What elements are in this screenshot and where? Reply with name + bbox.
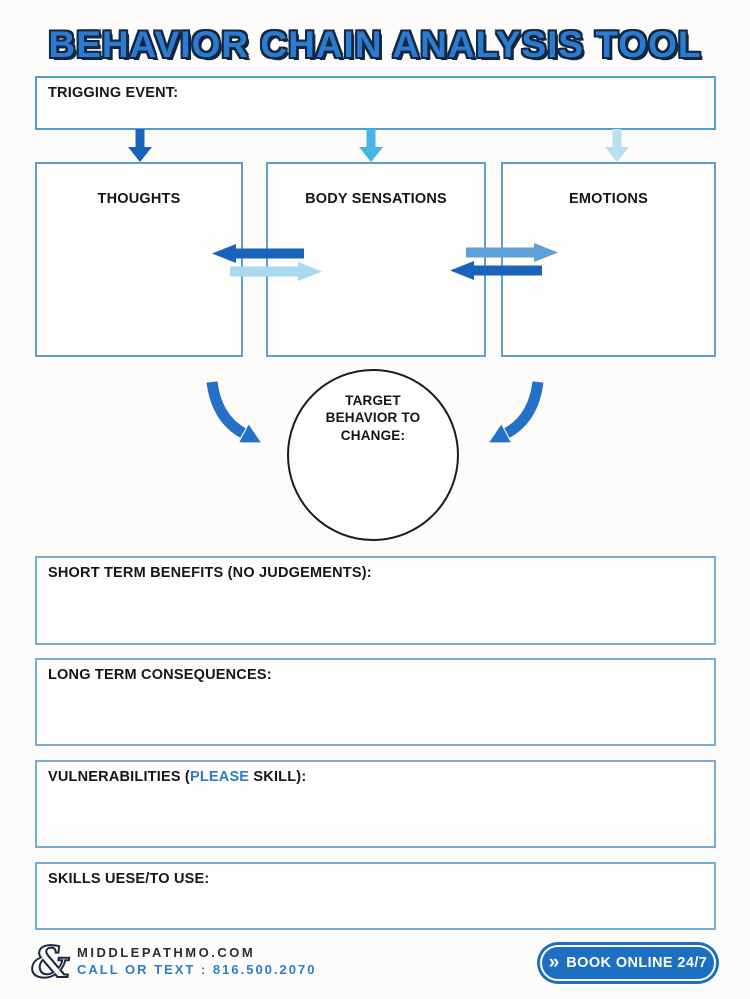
- website-link[interactable]: MIDDLEPATHMO.COM: [77, 945, 256, 960]
- please-skill-highlight: PLEASE: [189, 769, 250, 785]
- curved-arrow-right-icon: [489, 381, 544, 443]
- thoughts-box[interactable]: THOUGHTS: [35, 162, 243, 357]
- triggering-event-box[interactable]: TRIGGING EVENT:: [35, 76, 716, 130]
- curved-arrow-left-icon: [206, 381, 261, 443]
- book-online-label: BOOK ONLINE 24/7: [566, 955, 708, 971]
- target-behavior-circle[interactable]: TARGET BEHAVIOR TO CHANGE:: [287, 369, 459, 541]
- page-title: BEHAVIOR CHAIN ANALYSIS TOOL: [48, 24, 702, 65]
- vulnerabilities-label-prefix: VULNERABILITIES (: [48, 769, 190, 785]
- short-term-benefits-label: SHORT TERM BENEFITS (NO JUDGEMENTS):: [48, 565, 372, 581]
- skills-to-use-box[interactable]: SKILLS UESE/TO USE:: [35, 862, 716, 930]
- skills-to-use-label: SKILLS UESE/TO USE:: [48, 871, 210, 887]
- phone-link[interactable]: CALL OR TEXT : 816.500.2070: [77, 962, 317, 977]
- left-arrow-dark-icon: [450, 261, 542, 280]
- vulnerabilities-label: VULNERABILITIES (PLEASE SKILL):: [37, 762, 714, 792]
- body-sensations-box[interactable]: BODY SENSATIONS: [266, 162, 486, 357]
- right-arrow-steel-icon: [466, 243, 558, 262]
- right-arrow-pale-icon: [230, 262, 322, 281]
- short-term-benefits-box[interactable]: SHORT TERM BENEFITS (NO JUDGEMENTS):: [35, 556, 716, 645]
- down-arrow-pale-icon: [605, 129, 629, 162]
- thoughts-label: THOUGHTS: [97, 191, 181, 207]
- target-behavior-label: TARGET BEHAVIOR TO CHANGE:: [325, 393, 421, 443]
- left-arrow-dark-icon: [212, 244, 304, 263]
- long-term-consequences-box[interactable]: LONG TERM CONSEQUENCES:: [35, 658, 716, 746]
- vulnerabilities-box[interactable]: VULNERABILITIES (PLEASE SKILL):: [35, 760, 716, 848]
- long-term-consequences-label: LONG TERM CONSEQUENCES:: [48, 667, 272, 683]
- down-arrow-dark-icon: [128, 129, 152, 162]
- vulnerabilities-label-suffix: SKILL):: [249, 769, 307, 785]
- triggering-event-label: TRIGGING EVENT:: [48, 85, 179, 101]
- double-chevron-icon: »: [548, 951, 560, 973]
- book-online-button[interactable]: » BOOK ONLINE 24/7: [540, 945, 716, 981]
- ampersand-logo-icon: &: [27, 937, 73, 989]
- emotions-label: EMOTIONS: [569, 191, 648, 207]
- down-arrow-sky-icon: [359, 129, 383, 162]
- body-sensations-label: BODY SENSATIONS: [305, 191, 447, 207]
